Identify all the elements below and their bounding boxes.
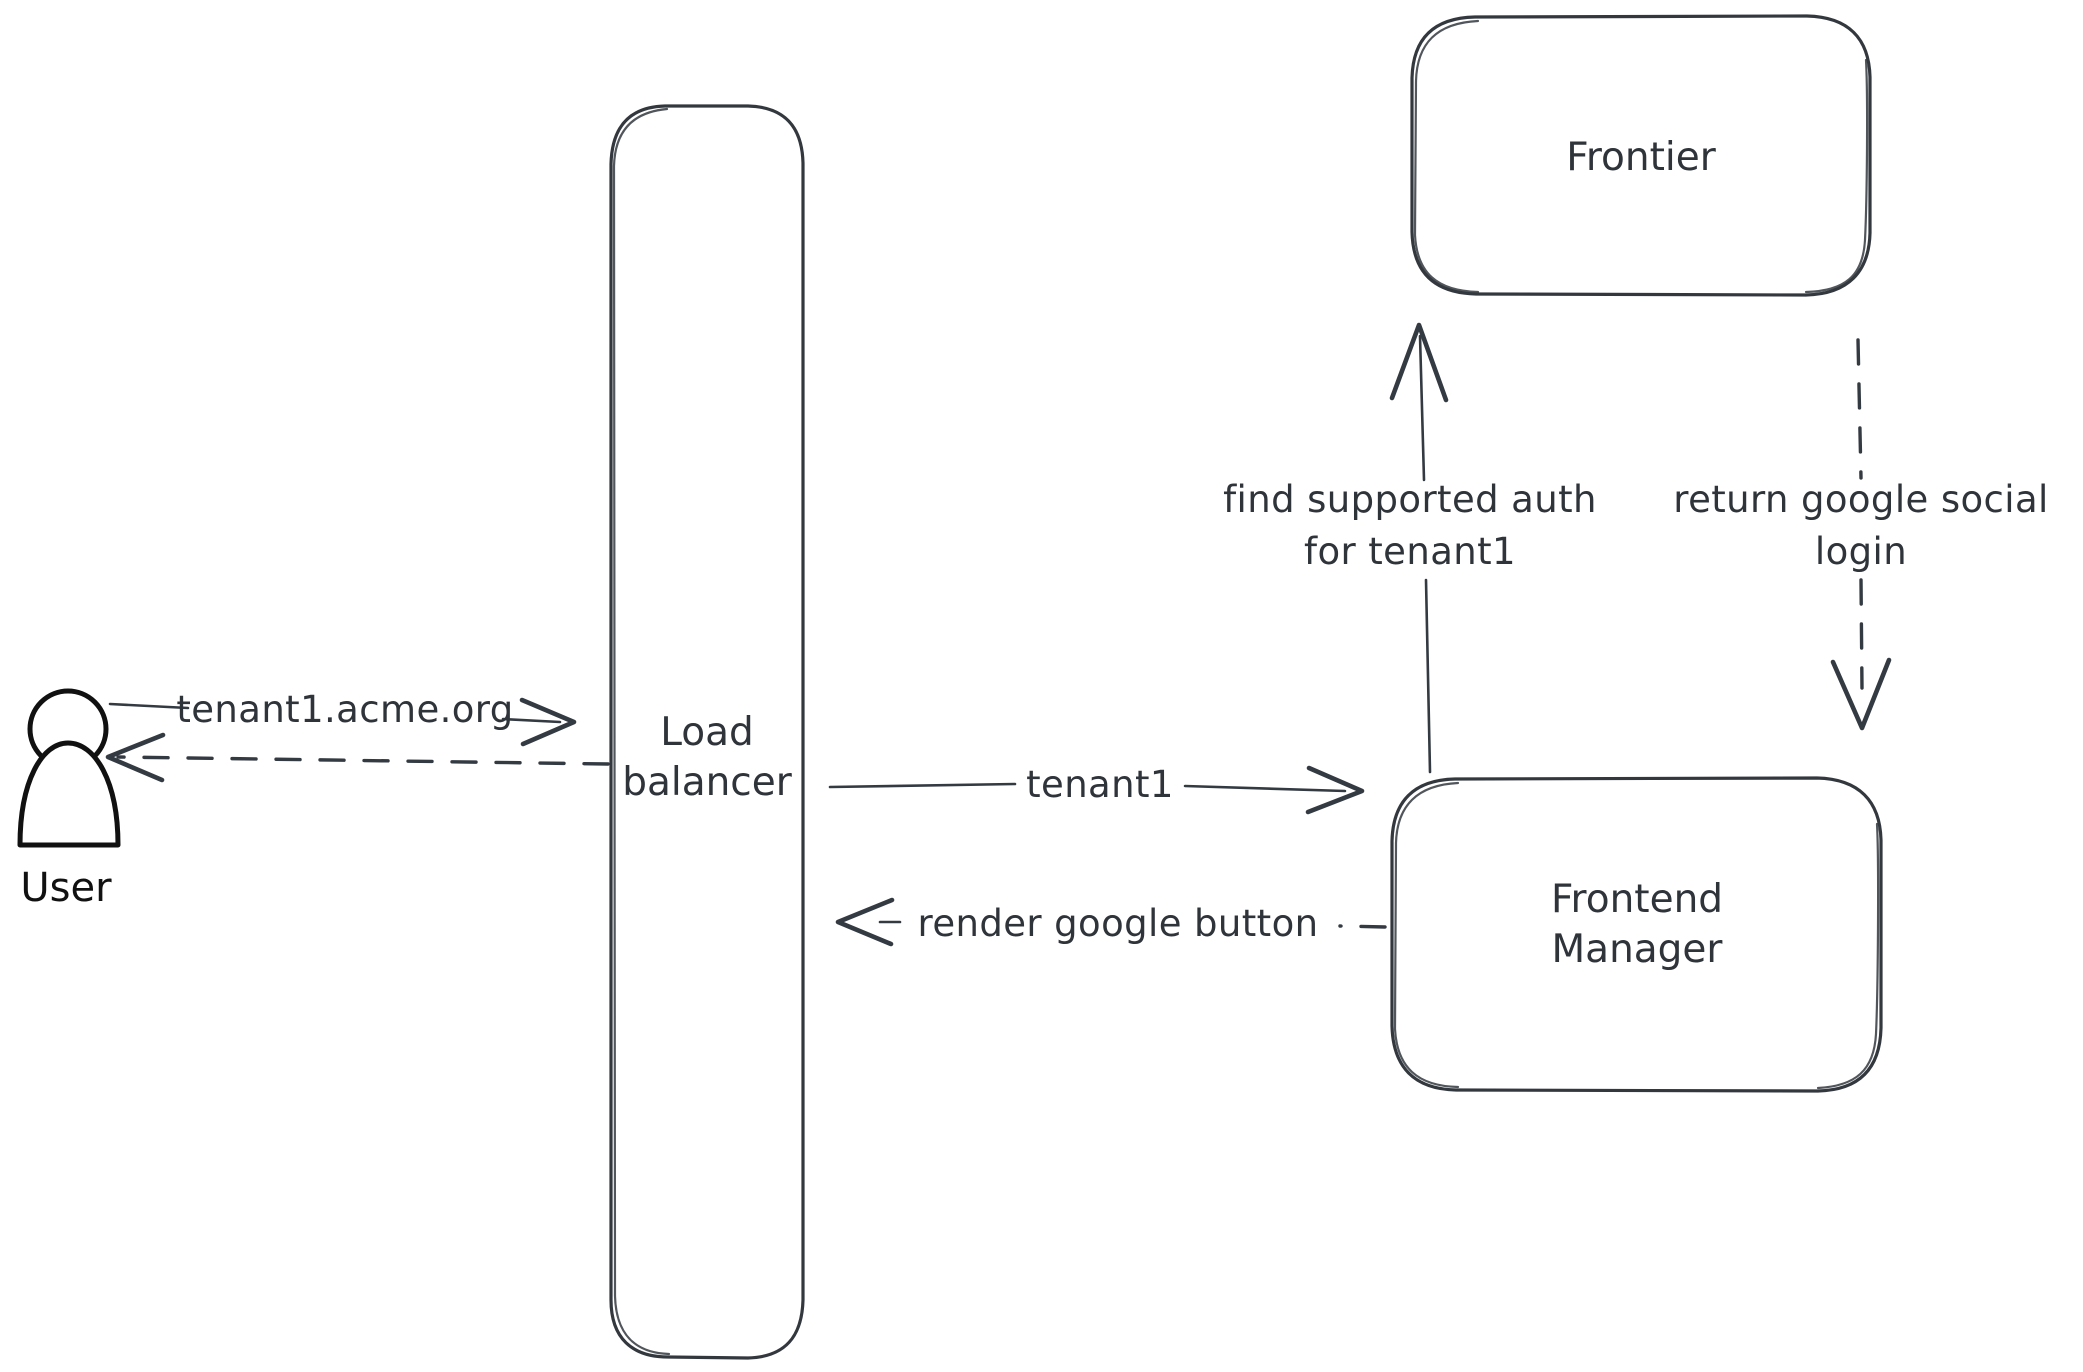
frontier-label-line1: Frontier [1566, 135, 1716, 180]
load-balancer-shape [609, 104, 805, 1360]
edge-fm-to-frontier-line-upper [1418, 334, 1426, 482]
frontend-manager-label-line1: Frontend [1551, 877, 1723, 922]
frontend-manager-label-line2: Manager [1552, 927, 1724, 972]
edge-lb-to-fm-line-right [1183, 784, 1347, 793]
edge-lb-to-fm-line-left [828, 782, 1017, 789]
edge-lb-to-user-line [116, 755, 610, 766]
edge-fm-to-lb[interactable]: render google button [835, 897, 1387, 947]
frontier-shape [1410, 14, 1872, 297]
edge-lb-to-user[interactable] [105, 732, 610, 783]
load-balancer-shape-sketch [612, 107, 671, 1356]
edge-frontier-to-fm[interactable]: return google social login [1673, 338, 2048, 731]
edge-fm-to-lb-arrowhead [835, 897, 895, 947]
edge-fm-to-frontier[interactable]: find supported auth for tenant1 [1223, 322, 1597, 774]
edge-lb-to-fm-arrowhead [1305, 765, 1365, 815]
edge-user-to-lb-line-left [108, 702, 190, 710]
edge-fm-to-frontier-label-line2: for tenant1 [1304, 530, 1516, 573]
edge-fm-to-frontier-line-lower [1424, 578, 1432, 774]
edge-lb-to-fm-label: tenant1 [1026, 763, 1174, 806]
node-frontend-manager[interactable]: Frontend Manager [1390, 776, 1883, 1093]
edge-frontier-to-fm-arrowhead [1830, 657, 1892, 731]
edge-frontier-to-fm-label-line1: return google social [1673, 478, 2048, 521]
edge-fm-to-lb-label: render google button [918, 902, 1319, 945]
edge-fm-to-lb-line-right [1338, 924, 1387, 929]
load-balancer-label-line1: Load [660, 710, 754, 755]
edge-fm-to-frontier-arrowhead [1389, 322, 1449, 403]
frontier-shape-sketch [1413, 19, 1869, 294]
edge-frontier-to-fm-line-lower [1859, 578, 1864, 690]
frontend-manager-shape [1390, 776, 1883, 1093]
node-load-balancer[interactable]: Load balancer [609, 104, 805, 1360]
edge-user-to-lb-label: tenant1.acme.org [176, 688, 513, 731]
frontend-manager-shape-sketch [1393, 781, 1880, 1090]
edge-fm-to-frontier-label-line1: find supported auth [1223, 478, 1597, 521]
user-label: User [20, 865, 112, 911]
edge-frontier-to-fm-label-line2: login [1815, 530, 1907, 573]
edge-user-to-lb-arrowhead [519, 697, 577, 747]
edge-lb-to-fm[interactable]: tenant1 [828, 763, 1365, 815]
node-frontier[interactable]: Frontier [1410, 14, 1872, 297]
edge-user-to-lb-line-right [501, 717, 562, 724]
node-user[interactable]: User [0, 640, 150, 911]
user-body-icon [17, 740, 121, 848]
load-balancer-label-line2: balancer [622, 760, 793, 805]
edge-lb-to-user-arrowhead [105, 732, 166, 783]
edge-user-to-lb[interactable]: tenant1.acme.org [108, 688, 577, 747]
edge-frontier-to-fm-line-upper [1856, 338, 1863, 480]
